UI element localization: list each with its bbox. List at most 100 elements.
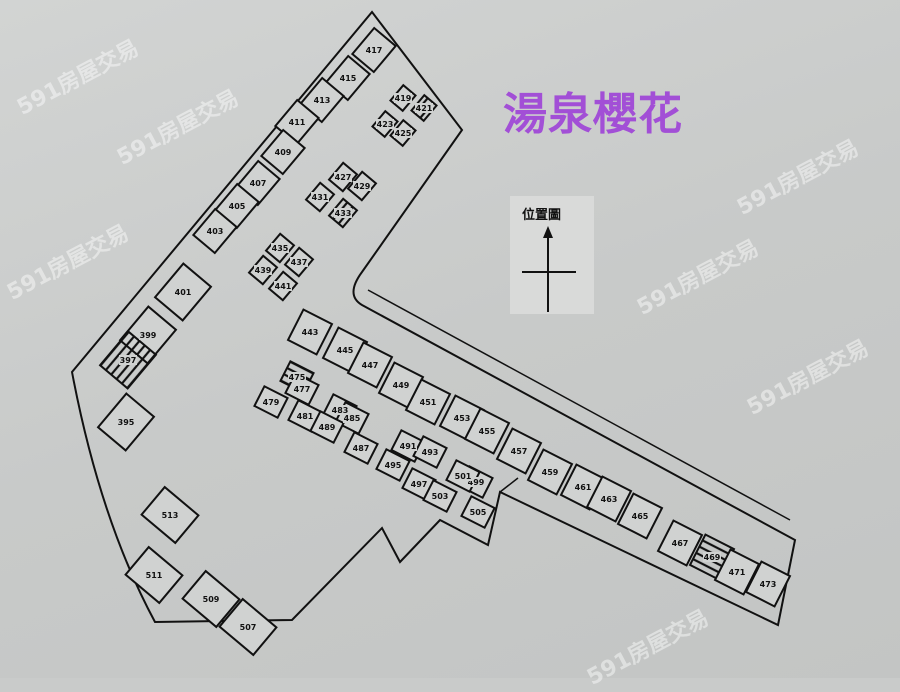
lot-number: 471 xyxy=(729,568,746,577)
compass-label: 位置圖 xyxy=(522,208,562,223)
site-boundary xyxy=(70,10,797,627)
lot-number: 503 xyxy=(432,492,449,501)
lot-number-backdrop xyxy=(202,594,220,604)
lot-number-backdrop xyxy=(392,380,410,390)
lot-number-backdrop xyxy=(759,579,777,589)
lot-number-backdrop xyxy=(361,360,379,370)
lot-number: 493 xyxy=(422,448,439,457)
lot-number-backdrop xyxy=(331,405,349,415)
lot-number-backdrop xyxy=(293,384,311,394)
lot-number-backdrop xyxy=(145,570,163,580)
lot-number-backdrop xyxy=(353,181,371,191)
lot-number: 455 xyxy=(479,427,496,436)
lot-number: 467 xyxy=(672,539,689,548)
lot-number-backdrop xyxy=(249,178,267,188)
lot-number-backdrop xyxy=(274,147,292,157)
lot-number: 463 xyxy=(601,495,618,504)
lot-number: 477 xyxy=(294,385,311,394)
lot-number-backdrop xyxy=(478,426,496,436)
lot-number-backdrop xyxy=(728,567,746,577)
lot-number-backdrop xyxy=(254,265,272,275)
lot-number: 473 xyxy=(760,580,777,589)
lot-number-backdrop xyxy=(334,208,352,218)
lot-number-backdrop xyxy=(671,538,689,548)
lot-number-backdrop xyxy=(703,552,721,562)
lot-number-backdrop xyxy=(334,172,352,182)
lot-number-backdrop xyxy=(453,413,471,423)
lot-number: 485 xyxy=(344,414,361,423)
lot-number: 405 xyxy=(229,202,246,211)
lot-number: 435 xyxy=(272,244,289,253)
lot-number: 441 xyxy=(275,282,292,291)
site-plan: 4174154134114094074054034194214234254274… xyxy=(70,10,797,657)
lot-number-backdrop xyxy=(296,411,314,421)
lot-number-backdrop xyxy=(313,95,331,105)
lot-number-backdrop xyxy=(119,355,137,365)
lot-number: 489 xyxy=(319,423,336,432)
lot-number: 505 xyxy=(470,508,487,517)
lot-number-backdrop xyxy=(311,192,329,202)
lot-number-backdrop xyxy=(318,422,336,432)
lot-number-backdrop xyxy=(399,441,417,451)
lot-number: 425 xyxy=(395,129,412,138)
lot-number-backdrop xyxy=(174,287,192,297)
lot-number: 437 xyxy=(291,258,308,267)
lot-number: 513 xyxy=(162,511,179,520)
lot-number: 481 xyxy=(297,412,314,421)
lot-number: 403 xyxy=(207,227,224,236)
lot-number-backdrop xyxy=(206,226,224,236)
road-edge xyxy=(499,477,519,493)
lot-number: 395 xyxy=(118,418,135,427)
lot-number: 411 xyxy=(289,118,306,127)
lot-number: 461 xyxy=(575,483,592,492)
lot-number-backdrop xyxy=(365,45,383,55)
lot-number-backdrop xyxy=(431,491,449,501)
north-arrow-icon xyxy=(522,226,576,312)
lot-number-backdrop xyxy=(574,482,592,492)
lot-number-backdrop xyxy=(410,479,428,489)
lot-number: 465 xyxy=(632,512,649,521)
lot-number: 419 xyxy=(395,94,412,103)
lot-number: 431 xyxy=(312,193,329,202)
lot-number-backdrop xyxy=(454,471,472,481)
lot-number: 457 xyxy=(511,447,528,456)
lot-number-backdrop xyxy=(290,257,308,267)
community-title: 湯泉櫻花 xyxy=(503,89,683,140)
lot-number: 399 xyxy=(140,331,157,340)
lot-number-backdrop xyxy=(394,128,412,138)
lot-number: 421 xyxy=(416,104,433,113)
lot-number-backdrop xyxy=(343,413,361,423)
lot-number: 449 xyxy=(393,381,410,390)
lot-number-backdrop xyxy=(631,511,649,521)
lot-number-backdrop xyxy=(352,443,370,453)
lot-number-backdrop xyxy=(271,243,289,253)
lot-number: 507 xyxy=(240,623,257,632)
lot-number: 451 xyxy=(420,398,437,407)
lot-number-backdrop xyxy=(469,507,487,517)
lot-number-backdrop xyxy=(384,460,402,470)
lot-number: 479 xyxy=(263,398,280,407)
lot-number-backdrop xyxy=(376,119,394,129)
lot-number: 429 xyxy=(354,182,371,191)
lot-number-backdrop xyxy=(288,372,306,382)
lot-number: 469 xyxy=(704,553,721,562)
lot-number-backdrop xyxy=(467,477,485,487)
lot-number: 439 xyxy=(255,266,272,275)
lot-number-backdrop xyxy=(541,467,559,477)
lot-number: 509 xyxy=(203,595,220,604)
lot-number-backdrop xyxy=(117,417,135,427)
lot-number: 409 xyxy=(275,148,292,157)
lot-number: 487 xyxy=(353,444,370,453)
lot-number: 443 xyxy=(302,328,319,337)
road-edge xyxy=(367,289,791,521)
lot-number: 445 xyxy=(337,346,354,355)
lot-number: 401 xyxy=(175,288,192,297)
lot-number-backdrop xyxy=(139,330,157,340)
lot-number-backdrop xyxy=(415,103,433,113)
lot-number-backdrop xyxy=(239,622,257,632)
lot-number-backdrop xyxy=(161,510,179,520)
lot-number-backdrop xyxy=(421,447,439,457)
lot-number: 427 xyxy=(335,173,352,182)
lot-number: 423 xyxy=(377,120,394,129)
